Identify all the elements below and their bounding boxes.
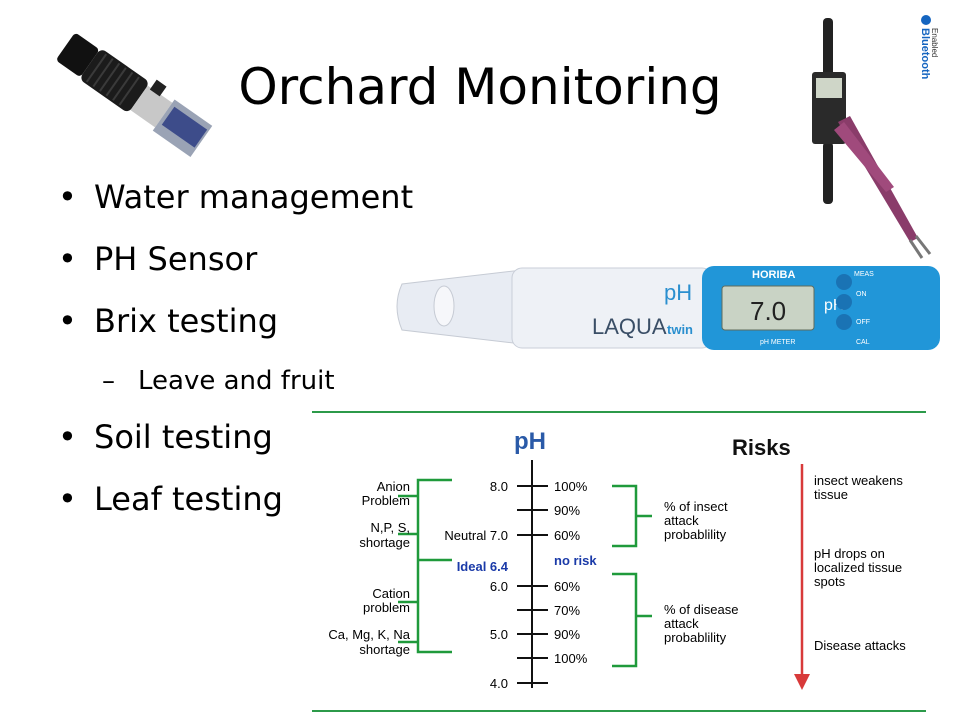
right-group-label: probablility: [664, 630, 727, 645]
bluetooth-sub-label: Enabled: [930, 28, 939, 57]
left-group-label: problem: [363, 600, 410, 615]
risk-label: pH drops on: [814, 546, 885, 561]
percent-label: 70%: [554, 603, 580, 618]
left-group-label: Anion: [377, 479, 410, 494]
bullet-dot-icon: •: [58, 418, 77, 456]
risk-label: localized tissue: [814, 560, 902, 575]
risk-arrow-head-icon: [794, 674, 810, 690]
percent-label: 60%: [554, 528, 580, 543]
scale-label: 4.0: [490, 676, 508, 691]
meter-on-label: ON: [856, 291, 867, 298]
bullet-dot-icon: •: [58, 240, 77, 278]
sub-bullet-dash-icon: –: [102, 366, 115, 396]
bluetooth-label: Bluetooth: [919, 28, 931, 80]
percent-label-no-risk: no risk: [554, 553, 597, 568]
meter-product-label: LAQUA: [592, 314, 667, 339]
percent-label: 90%: [554, 503, 580, 518]
percent-label: 100%: [554, 479, 588, 494]
bullet-dot-icon: •: [58, 480, 77, 518]
bluetooth-penetrometer-image: Bluetooth Enabled: [812, 15, 939, 259]
meter-product-suffix: twin: [667, 322, 693, 337]
meter-cal-label: CAL: [856, 339, 870, 346]
left-bracket: [416, 478, 452, 654]
ph-meter-image: pH LAQUA twin HORIBA 7.0 pH pH METER MEA…: [396, 266, 940, 350]
right-group-label: attack: [664, 616, 699, 631]
scale-label: 6.0: [490, 579, 508, 594]
diagram-risks-header: Risks: [732, 435, 791, 460]
scale-label: 8.0: [490, 479, 508, 494]
left-group-label: Cation: [372, 586, 410, 601]
risk-label: spots: [814, 574, 846, 589]
left-group-label: shortage: [359, 535, 410, 550]
bullet-dot-icon: •: [58, 178, 77, 216]
right-group-label: probablility: [664, 527, 727, 542]
left-group-label: Ca, Mg, K, Na: [328, 627, 410, 642]
right-group-label: attack: [664, 513, 699, 528]
meter-ph-label: pH: [664, 280, 692, 305]
disease-bracket: [612, 572, 652, 668]
scale-label-ideal: Ideal 6.4: [457, 559, 509, 574]
risk-label: Disease attacks: [814, 638, 906, 653]
diagram-ph-header: pH: [514, 428, 546, 455]
right-group-label: % of disease: [664, 602, 738, 617]
ph-axis-ticks: [517, 485, 548, 684]
meter-brand: HORIBA: [752, 269, 795, 281]
percent-label: 90%: [554, 627, 580, 642]
meter-off-label: OFF: [856, 319, 870, 326]
left-group-label: Problem: [362, 493, 410, 508]
percent-label: 60%: [554, 579, 580, 594]
insect-bracket: [612, 484, 652, 548]
left-group-label: N,P, S,: [370, 520, 410, 535]
scale-label: 5.0: [490, 627, 508, 642]
meter-type-label: pH METER: [760, 339, 795, 346]
bullet-dot-icon: •: [58, 302, 77, 340]
meter-reading: 7.0: [750, 296, 786, 326]
scale-label: Neutral 7.0: [444, 528, 508, 543]
percent-label: 100%: [554, 651, 588, 666]
refractometer-image: [57, 33, 213, 158]
left-group-label: shortage: [359, 642, 410, 657]
right-group-label: % of insect: [664, 499, 728, 514]
risk-label: tissue: [814, 487, 848, 502]
slide-title: Orchard Monitoring: [238, 58, 722, 116]
meter-meas-label: MEAS: [854, 271, 874, 278]
ph-risk-diagram: pH Risks 8.0 Neutral 7.0 Ideal 6.4 6.0 5…: [312, 411, 926, 712]
risk-label: insect weakens: [814, 473, 903, 488]
